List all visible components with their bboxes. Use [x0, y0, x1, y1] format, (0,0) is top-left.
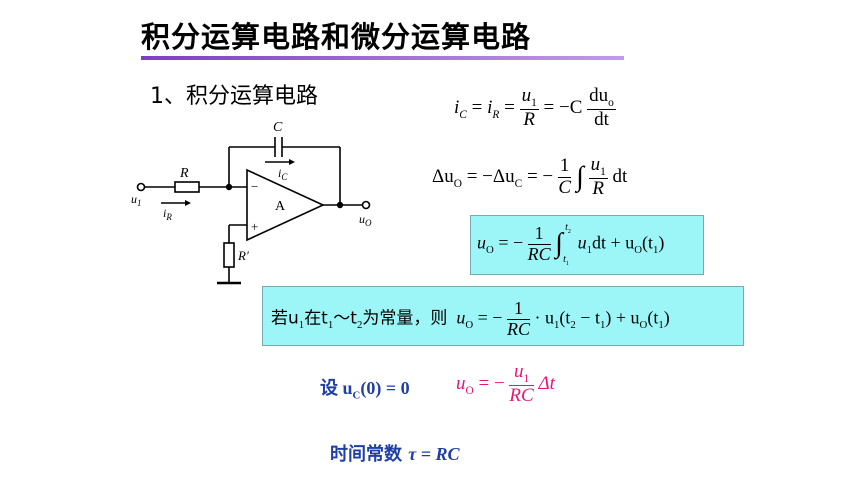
section-heading: 1、积分运算电路	[150, 84, 318, 109]
slide-title: 积分运算电路和微分运算电路	[141, 20, 532, 54]
label-r: R	[179, 166, 189, 181]
output-terminal	[361, 200, 371, 210]
label-ic: iC	[278, 166, 288, 182]
input-terminal	[136, 182, 146, 192]
op-amp	[246, 168, 325, 242]
title-underline	[141, 56, 624, 60]
label-ir: iR	[163, 206, 172, 222]
time-constant-label: 时间常数 τ = RC	[330, 444, 460, 465]
label-a: A	[275, 199, 286, 214]
label-r-prime: R′	[237, 248, 249, 263]
resistor-r	[174, 181, 200, 193]
label-c: C	[273, 120, 283, 135]
resistor-r-prime	[223, 242, 235, 268]
integrator-circuit: C iC R iR u1 A − + R′ uO	[131, 120, 372, 285]
label-u1: u1	[131, 192, 142, 208]
initial-condition-label: 设 uC(0) = 0	[320, 378, 410, 402]
label-plus: +	[251, 219, 258, 234]
label-uo: uO	[359, 212, 372, 228]
label-minus: −	[251, 179, 258, 194]
